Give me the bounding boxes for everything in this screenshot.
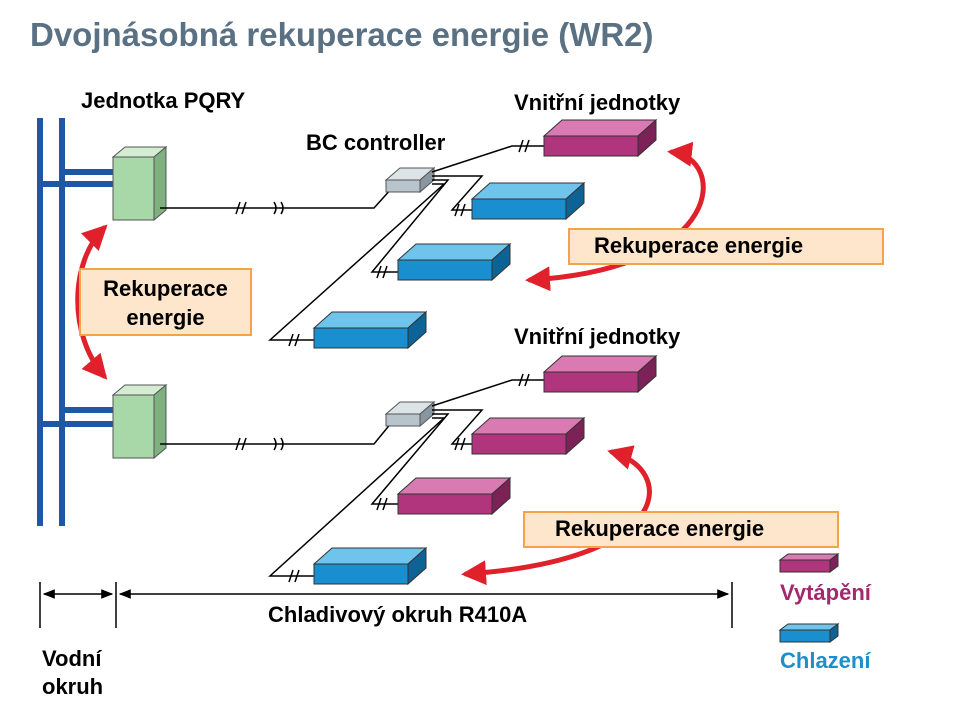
recovery-box-left-line1: Rekuperace: [103, 276, 228, 301]
outdoor-unit-bottom: [111, 383, 168, 460]
legend-cooling-swatch: [778, 623, 840, 643]
indoor-unit-top-1-heating: [542, 118, 658, 158]
pipe-break-marks: [235, 201, 284, 451]
indoor-unit-top-3-cooling: [396, 242, 512, 282]
outdoor-unit-top: [111, 145, 168, 222]
indoor-unit-bottom-3-heating: [396, 476, 512, 516]
legend-cooling-label: Chlazení: [780, 648, 871, 673]
indoor-unit-bottom-2-heating: [470, 416, 586, 456]
water-pipes: [37, 118, 115, 526]
bc-controller-label: BC controller: [306, 130, 446, 155]
recovery-arrow-top: [525, 141, 706, 292]
legend-heating-label: Vytápění: [780, 580, 871, 605]
recovery-box-top: Rekuperace energie: [568, 228, 884, 265]
recovery-box-left-line2: energie: [126, 305, 205, 330]
bc-controller-top: [384, 166, 436, 194]
legend-heating-swatch: [778, 553, 840, 573]
recovery-box-left: Rekuperace energie: [79, 268, 252, 336]
indoor-unit-top-4-cooling: [312, 310, 428, 350]
indoor-unit-bottom-1-heating: [542, 354, 658, 394]
bc-controller-bottom: [384, 400, 436, 428]
refrigerant-main-lines: [160, 187, 393, 445]
dimension-lines: [39, 582, 733, 628]
recovery-arrow-left: [75, 224, 108, 380]
indoor-unit-bottom-4-cooling: [312, 546, 428, 586]
water-circuit-label-line2: okruh: [42, 674, 104, 699]
indoor-units-top-label: Vnitřní jednotky: [514, 90, 681, 115]
page-title: Dvojnásobná rekuperace energie (WR2): [30, 16, 654, 53]
indoor-units-bottom-label: Vnitřní jednotky: [514, 324, 681, 349]
outdoor-unit-label: Jednotka PQRY: [81, 88, 246, 113]
recovery-box-bottom: Rekuperace energie: [523, 511, 839, 548]
water-circuit-label: Vodní okruh: [42, 645, 103, 701]
refrigerant-circuit-label: Chladivový okruh R410A: [268, 602, 528, 627]
indoor-unit-top-2-cooling: [470, 181, 586, 221]
water-circuit-label-line1: Vodní: [42, 646, 102, 671]
